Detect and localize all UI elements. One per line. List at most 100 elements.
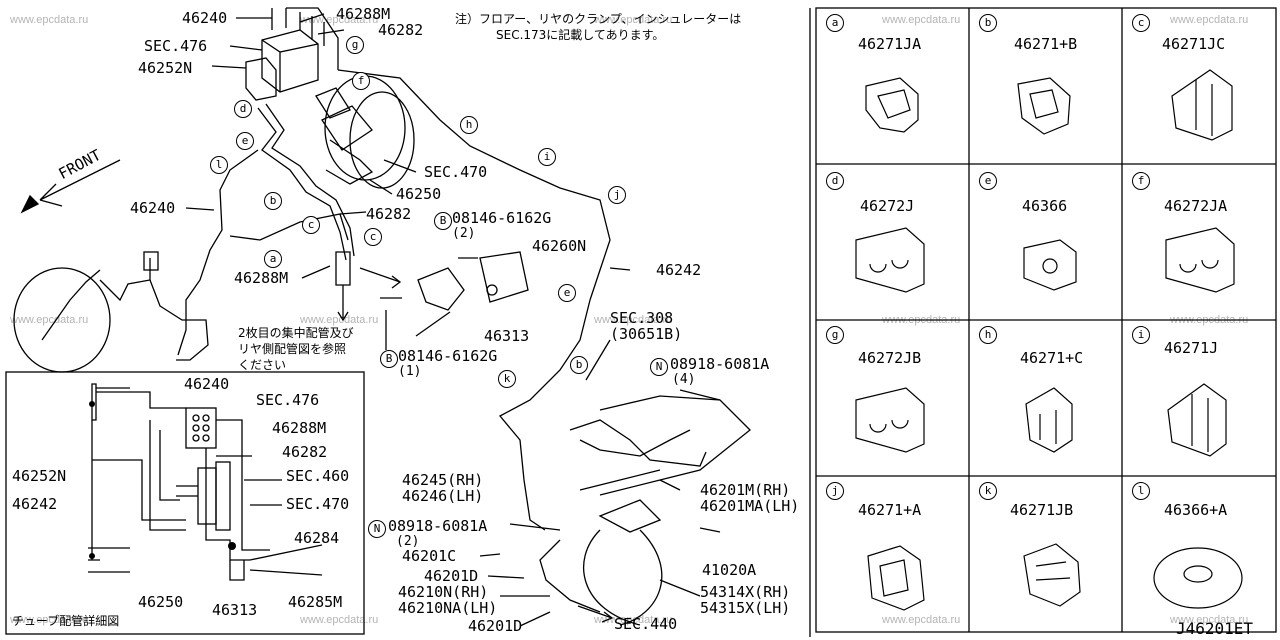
clip-cell-e-part: 46366 <box>1022 197 1068 215</box>
clip-sketch-h <box>1025 387 1073 453</box>
inset-46250: 46250 <box>138 593 184 611</box>
jp-note-1: 2枚目の集中配管及び <box>238 326 354 340</box>
inset-46284: 46284 <box>294 529 340 547</box>
part-46282-mid: 46282 <box>366 205 412 223</box>
clip-sketch-a <box>865 77 919 133</box>
inset-sec476: SEC.476 <box>256 391 320 409</box>
inset-46313: 46313 <box>212 601 258 619</box>
nut-part-2: 08918-6081A <box>388 517 488 535</box>
callout-a: a <box>264 250 282 268</box>
inset-frame <box>5 371 365 635</box>
abs-actuator <box>261 29 319 93</box>
clip-sketch-k <box>1023 543 1081 607</box>
clip-cell-d-letter: d <box>826 172 844 190</box>
clip-sketch-i <box>1167 383 1227 457</box>
bolt-qty-1: (2) <box>452 226 476 241</box>
callout-h: h <box>460 116 478 134</box>
inset-master-cylinder <box>197 467 217 525</box>
clip-cell-g-letter: g <box>826 326 844 344</box>
nut-qty-1: (4) <box>672 372 696 387</box>
inset-46252N: 46252N <box>12 467 67 485</box>
part-46201MA: 46201MA(LH) <box>700 497 800 515</box>
part-46250: 46250 <box>396 185 442 203</box>
clip-cell-l-letter: l <box>1132 482 1150 500</box>
note-line-2: SEC.173に記載してあります。 <box>496 28 665 42</box>
part-46210N: 46210N(RH) <box>398 583 489 601</box>
clip-sketch-b <box>1017 77 1071 135</box>
clip-cell-e-letter: e <box>979 172 997 190</box>
watermark: www.epcdata.ru <box>10 314 89 326</box>
watermark: www.epcdata.ru <box>594 14 673 26</box>
clip-cell-j-letter: j <box>826 482 844 500</box>
brake-line-46242 <box>337 69 611 301</box>
clip-sketch-g <box>855 387 925 453</box>
inset-abs-block <box>185 407 217 449</box>
clip-cell-f-part: 46272JA <box>1164 197 1228 215</box>
sec-440-label: SEC.440 <box>614 615 678 633</box>
bolt-part-2: 08146-6162G <box>398 347 498 365</box>
watermark: www.epcdata.ru <box>10 14 89 26</box>
part-46288M-top: 46288M <box>336 5 391 23</box>
part-46201D-a: 46201D <box>424 567 479 585</box>
clip-sketch-e <box>1023 239 1077 291</box>
callout-g: g <box>346 36 364 54</box>
part-46210NA: 46210NA(LH) <box>398 599 498 617</box>
clip-sketch-c <box>1171 69 1233 141</box>
bolt-qty-2: (1) <box>398 364 422 379</box>
part-46260N <box>479 251 529 303</box>
clip-cell-h-letter: h <box>979 326 997 344</box>
part-46240-top: 46240 <box>182 9 228 27</box>
part-46201D-b: 46201D <box>468 617 523 635</box>
part-54315X: 54315X(LH) <box>700 599 791 617</box>
part-46260N: 46260N <box>532 237 587 255</box>
watermark: www.epcdata.ru <box>10 614 89 626</box>
inset-sec460: SEC.460 <box>286 467 350 485</box>
part-46201C: 46201C <box>402 547 457 565</box>
callout-e: e <box>236 132 254 150</box>
clip-cell-a-letter: a <box>826 14 844 32</box>
clip-cell-i-letter: i <box>1132 326 1150 344</box>
clip-cell-h-part: 46271+C <box>1020 349 1084 367</box>
clip-sketch-d <box>855 227 925 293</box>
part-46313 <box>417 267 465 311</box>
sec-476-label: SEC.476 <box>144 37 208 55</box>
callout-i: i <box>538 148 556 166</box>
nut-symbol: N <box>368 520 386 538</box>
part-46245: 46245(RH) <box>402 471 484 489</box>
rear-hose <box>569 419 707 467</box>
clip-cell-j-part: 46271+A <box>858 501 922 519</box>
clip-cell-b-letter: b <box>979 14 997 32</box>
clip-cell-c-letter: c <box>1132 14 1150 32</box>
clip-cell-k-part: 46271JB <box>1010 501 1074 519</box>
clip-sketch-j <box>867 545 925 611</box>
watermark: www.epcdata.ru <box>1170 614 1249 626</box>
bolt-part-1: 08146-6162G <box>452 209 552 227</box>
callout-k: k <box>498 370 516 388</box>
callout-b: b <box>264 192 282 210</box>
callout-b: b <box>570 356 588 374</box>
watermark: www.epcdata.ru <box>300 314 379 326</box>
clip-cell-d-part: 46272J <box>860 197 915 215</box>
clip-cell-l-part: 46366+A <box>1164 501 1228 519</box>
jp-note-2: リヤ側配管図を参照 <box>238 342 347 356</box>
part-46313: 46313 <box>484 327 530 345</box>
inset-46285M: 46285M <box>288 593 343 611</box>
jp-note-3: ください <box>238 358 287 372</box>
watermark: www.epcdata.ru <box>882 14 961 26</box>
diagram-code: J46201ET <box>1176 619 1254 638</box>
master-cylinder <box>321 105 373 151</box>
bolt-symbol: B <box>380 350 398 368</box>
part-46252N: 46252N <box>138 59 193 77</box>
sec-470-label: SEC.470 <box>424 163 488 181</box>
sec-308-label: SEC.308 <box>610 309 674 327</box>
part-46240-left: 46240 <box>130 199 176 217</box>
clip-cell-a-part: 46271JA <box>858 35 922 53</box>
callout-f: f <box>352 72 370 90</box>
callout-c: c <box>364 228 382 246</box>
nut-symbol: N <box>650 358 668 376</box>
watermark: www.epcdata.ru <box>882 614 961 626</box>
inset-title: チューブ配管詳細図 <box>12 614 120 628</box>
part-46282-top: 46282 <box>378 21 424 39</box>
